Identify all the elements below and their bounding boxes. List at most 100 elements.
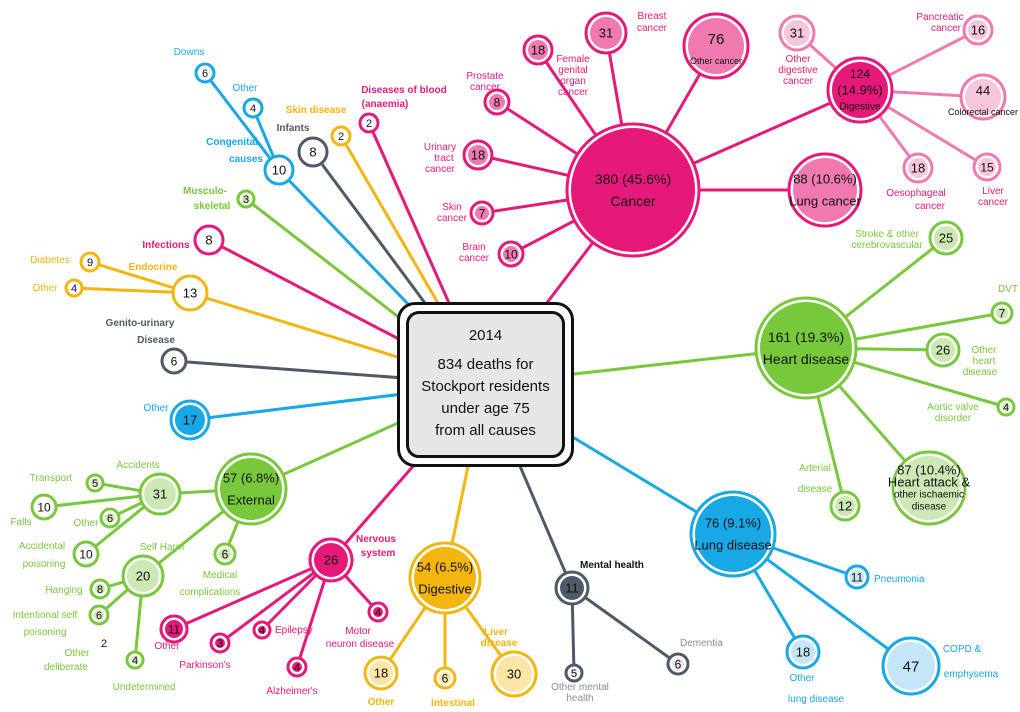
node-value-oeso: 18 bbox=[911, 161, 925, 176]
label-49: Motor bbox=[345, 626, 371, 637]
node-value-musculo: 3 bbox=[243, 194, 249, 206]
node-value-mental: 11 bbox=[565, 581, 579, 596]
node-fill-othernerv bbox=[165, 620, 183, 638]
node-fill-accpois bbox=[78, 546, 94, 562]
node-endocrine: 13 bbox=[171, 274, 209, 312]
node-value-breast: 31 bbox=[599, 26, 613, 41]
node-fill-lung bbox=[695, 496, 771, 572]
label-84: Genito-urinary bbox=[106, 318, 175, 329]
label-51: Epilepsy bbox=[275, 625, 313, 636]
node-skinc: 7 bbox=[469, 200, 495, 226]
node-fill-otheracc bbox=[105, 513, 115, 523]
node-fill-breast bbox=[590, 17, 622, 49]
node-fill-female bbox=[528, 40, 548, 60]
node-fill-pneumonia bbox=[850, 570, 864, 584]
label-57: Falls bbox=[10, 517, 31, 528]
node-accpois: 10 bbox=[72, 540, 100, 568]
label-11: Skin bbox=[442, 202, 461, 213]
node-text-name2-heartattack: other ischaemic bbox=[894, 490, 964, 501]
node-text-value-digestive_sub: 124 bbox=[850, 67, 870, 81]
node-accidents: 31 bbox=[138, 472, 182, 516]
node-pneumonia: 11 bbox=[844, 564, 870, 590]
node-value-parkinson: 3 bbox=[217, 638, 223, 650]
label-86: Other bbox=[143, 403, 169, 414]
node-female: 18 bbox=[522, 34, 554, 66]
node-value-infections: 8 bbox=[205, 233, 212, 248]
label-59: Accidental bbox=[19, 541, 65, 552]
node-epilepsy: 4 bbox=[252, 620, 272, 640]
edge-otherendo bbox=[73, 286, 191, 295]
label-12: cancer bbox=[437, 213, 468, 224]
label-72: Congenital bbox=[206, 137, 258, 148]
node-otherlung: 18 bbox=[785, 634, 821, 670]
node-lungcancer: 88 (10.6%)Lung cancer bbox=[787, 152, 863, 228]
label-3: genital bbox=[558, 65, 587, 76]
node-value-hanging: 8 bbox=[97, 584, 103, 596]
node-fill-copd bbox=[887, 642, 935, 690]
node-digestive: 54 (6.5%)Digestive bbox=[408, 541, 482, 615]
label-58: Other bbox=[73, 518, 99, 529]
label-1: cancer bbox=[637, 23, 668, 34]
node-selfharm: 20 bbox=[121, 554, 165, 598]
node-fill-othermental bbox=[570, 669, 578, 677]
node-blood: 2 bbox=[358, 112, 380, 134]
node-fill-intpois bbox=[94, 610, 104, 620]
label-67: Other bbox=[64, 648, 90, 659]
node-fill-stroke bbox=[934, 226, 958, 250]
node-value-diabetes: 9 bbox=[87, 257, 93, 269]
node-fill-infections bbox=[199, 230, 219, 250]
edge-othernerv bbox=[173, 558, 332, 631]
label-25: cerebrovascular bbox=[851, 240, 923, 251]
node-fill-otherall bbox=[175, 405, 205, 435]
node-value-accidents: 31 bbox=[153, 487, 167, 502]
label-8: Urinary bbox=[424, 142, 456, 153]
node-text-name-heart: Heart disease bbox=[763, 351, 850, 367]
node-value-copd: 47 bbox=[903, 658, 920, 675]
label-14: cancer bbox=[459, 253, 490, 264]
node-fill-arterial bbox=[835, 496, 855, 516]
node-value-aortic: 4 bbox=[1003, 402, 1009, 414]
node-value-intpois: 6 bbox=[96, 610, 102, 622]
node-text-name-digestive_sub: Digestive bbox=[839, 102, 881, 113]
label-60: poisoning bbox=[23, 559, 66, 570]
node-value-liverdis: 30 bbox=[507, 667, 521, 682]
node-value-skinc: 7 bbox=[479, 206, 486, 220]
node-value-alzheimer: 4 bbox=[294, 662, 300, 674]
node-otherheart: 26 bbox=[925, 332, 961, 368]
node-fill-undet bbox=[131, 656, 139, 664]
node-value-undet: 4 bbox=[132, 655, 138, 667]
label-64: Hanging bbox=[45, 585, 82, 596]
node-value-skindis: 2 bbox=[338, 131, 344, 143]
label-15: Other bbox=[785, 54, 811, 65]
summary-line-2: Stockport residents bbox=[421, 378, 550, 395]
label-50: neuron disease bbox=[326, 639, 395, 650]
node-fill-prostate bbox=[489, 94, 505, 110]
node-fill-infants bbox=[303, 142, 323, 162]
node-value-otheracc: 6 bbox=[107, 513, 113, 525]
node-name-othercancer: Other cancer bbox=[690, 56, 742, 66]
label-73: causes bbox=[229, 154, 263, 165]
label-36: lung disease bbox=[788, 694, 845, 705]
node-dementia: 6 bbox=[666, 652, 690, 676]
node-value-stroke: 25 bbox=[939, 231, 953, 246]
node-fill-parkinson bbox=[215, 638, 225, 648]
node-value-selfharm: 20 bbox=[136, 569, 150, 584]
node-fill-alzheimer bbox=[292, 662, 302, 672]
summary-line-4: from all causes bbox=[435, 422, 536, 439]
node-mental: 11 bbox=[554, 570, 590, 606]
node-hanging: 8 bbox=[89, 578, 111, 600]
node-stroke: 25 bbox=[928, 220, 964, 256]
node-value-othercong: 4 bbox=[250, 103, 256, 115]
label-35: Other bbox=[789, 673, 815, 684]
node-breast: 31 bbox=[584, 11, 628, 55]
label-54: Alzheimer's bbox=[266, 686, 317, 697]
node-fill-liver bbox=[978, 158, 996, 176]
total-deaths-box: 2014 834 deaths for Stockport residents … bbox=[397, 302, 574, 467]
node-downs: 6 bbox=[194, 62, 216, 84]
node-fill-colorectal bbox=[965, 79, 1001, 115]
node-value-pneumonia: 11 bbox=[851, 570, 864, 584]
node-fill-othercancer bbox=[688, 18, 744, 74]
node-value-female: 18 bbox=[531, 43, 545, 58]
label-42: health bbox=[566, 693, 593, 704]
node-name-colorectal: Colorectal cancer bbox=[948, 107, 1018, 117]
